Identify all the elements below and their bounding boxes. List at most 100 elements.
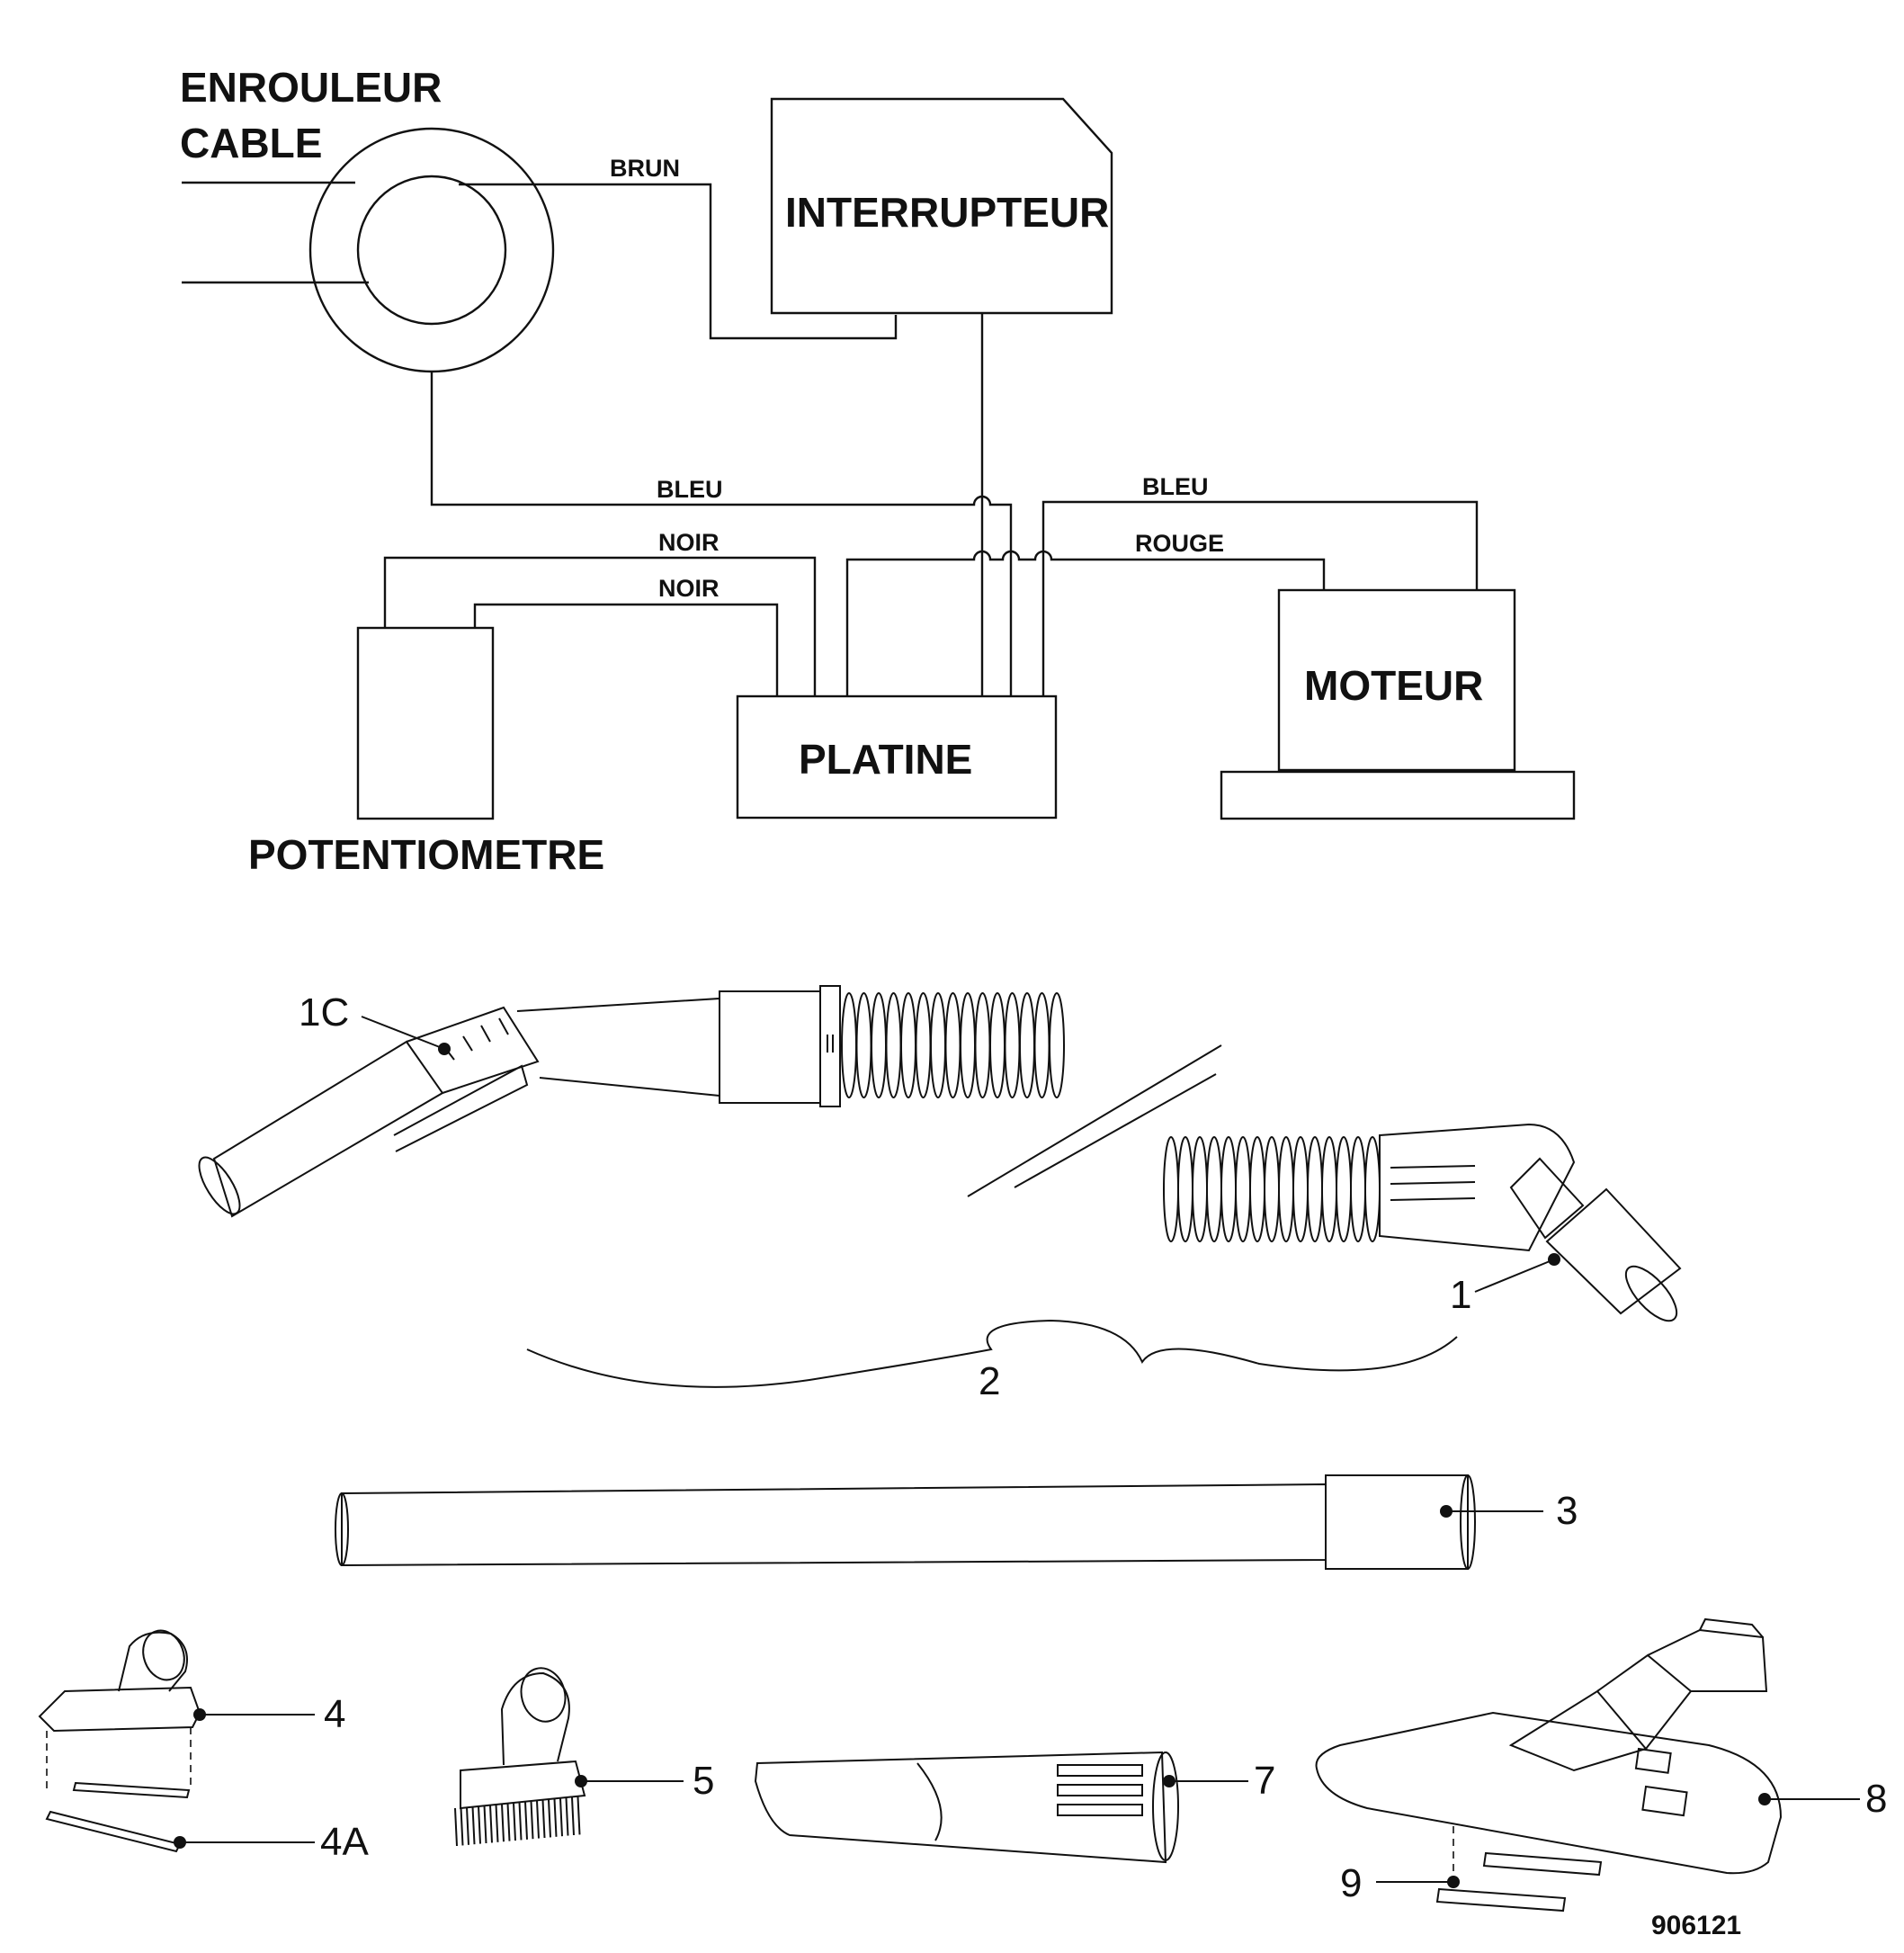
- hose-coil: [1307, 1136, 1323, 1242]
- hose-coil: [1192, 1136, 1208, 1242]
- hose-coil: [989, 992, 1006, 1098]
- callout-3-label: 3: [1556, 1489, 1578, 1533]
- brush-bristle: [489, 1805, 493, 1843]
- brush-bristle: [466, 1806, 469, 1845]
- hose-coil: [1336, 1136, 1352, 1242]
- brush-bristle: [454, 1807, 458, 1847]
- hose-coil: [1249, 1136, 1265, 1242]
- interrupteur-label: INTERRUPTEUR: [785, 189, 1109, 236]
- hose-corrugation-left: [841, 992, 1065, 1098]
- brush-bristle: [565, 1797, 569, 1836]
- extension-tube: [335, 1474, 1476, 1570]
- hose-coil: [1177, 1136, 1193, 1242]
- callout-1c-label: 1C: [299, 990, 349, 1035]
- brush-bristle: [541, 1799, 546, 1839]
- hose-coil: [900, 992, 916, 1098]
- hose-coil: [960, 992, 976, 1098]
- brush-bristles: [454, 1796, 581, 1847]
- brush-bristle: [536, 1800, 540, 1839]
- brush-bristle: [518, 1802, 523, 1841]
- callouts: 1C 1 2 3 4 4A 5 7: [174, 990, 1887, 1940]
- hose-coil: [974, 992, 991, 1098]
- brush-bristle: [530, 1801, 534, 1840]
- callout-5: [575, 1775, 684, 1787]
- break-line-1: [967, 1044, 1222, 1197]
- callout-4a-label: 4A: [320, 1820, 369, 1864]
- wire-label-noir-2: NOIR: [658, 575, 720, 602]
- hose-coil: [1364, 1136, 1381, 1242]
- hose-coil: [1292, 1136, 1309, 1242]
- brush-bristle: [460, 1807, 464, 1846]
- interrupteur-box: [770, 97, 1113, 315]
- hose-handle: [198, 985, 841, 1218]
- brush-bristle: [501, 1804, 505, 1842]
- hose-coil: [885, 992, 902, 1098]
- enrouleur-label: ENROULEUR: [180, 64, 442, 111]
- cable-reel: [182, 127, 555, 373]
- floor-nozzle: [1315, 1617, 1783, 1913]
- callout-9: [1376, 1876, 1460, 1888]
- platine-box: [736, 694, 1058, 820]
- hose-coil: [1278, 1136, 1294, 1242]
- hose-coil: [1033, 992, 1050, 1098]
- callout-8-label: 8: [1865, 1777, 1887, 1821]
- hose-coil: [1235, 1136, 1251, 1242]
- brush-bristle: [478, 1805, 481, 1844]
- hose-coil: [841, 992, 857, 1098]
- brush-bristle: [513, 1802, 516, 1841]
- brush-bristle: [483, 1805, 487, 1844]
- platine-label: PLATINE: [799, 736, 972, 783]
- wire-noir-2: [473, 603, 779, 696]
- callout-4-label: 4: [324, 1692, 345, 1736]
- reference-number: 906121: [1651, 1911, 1741, 1940]
- brush-bristle: [471, 1806, 476, 1845]
- brush-bristle: [524, 1801, 528, 1840]
- hose-coil: [1350, 1136, 1366, 1242]
- brush-bristle: [495, 1804, 499, 1842]
- wire-label-noir-1: NOIR: [658, 529, 720, 556]
- hose-coil: [1163, 1136, 1179, 1242]
- hose-coil: [1004, 992, 1021, 1098]
- brush-nozzle: [454, 1667, 586, 1847]
- wire-label-bleu-1: BLEU: [657, 476, 723, 503]
- hose-coil: [1264, 1136, 1280, 1242]
- wire-bleu-2: [1041, 500, 1479, 696]
- callout-7-label: 7: [1254, 1759, 1275, 1803]
- callout-4a: [174, 1836, 315, 1849]
- brush-bristle: [559, 1798, 563, 1837]
- crevice-tool: [754, 1751, 1179, 1864]
- wire-label-rouge: ROUGE: [1135, 530, 1224, 557]
- wire-bleu-1: [430, 372, 1013, 696]
- hose-connector: [1163, 1123, 1682, 1322]
- break-line-2: [1014, 1073, 1217, 1188]
- callout-1c: [361, 1016, 451, 1055]
- wire-label-brun: BRUN: [610, 155, 680, 182]
- parts-illustration: [38, 985, 1783, 1913]
- wire-rouge: [845, 550, 1326, 696]
- hose-coil: [1206, 1136, 1222, 1242]
- hose-coil: [915, 992, 932, 1098]
- callout-3: [1440, 1505, 1543, 1518]
- wire-noir-1: [383, 556, 817, 696]
- wiring-diagram: ENROULEUR CABLE INTERRUPTEUR POTENTIOMET…: [180, 64, 1576, 878]
- brush-bristle: [553, 1798, 558, 1837]
- brush-bristle: [548, 1799, 551, 1838]
- cable-label: CABLE: [180, 120, 322, 166]
- callout-1-label: 1: [1450, 1273, 1471, 1317]
- callout-1: [1474, 1253, 1560, 1293]
- hose-coil: [855, 992, 872, 1098]
- potentiometre-box: [356, 626, 495, 820]
- brush-bristle: [577, 1796, 581, 1835]
- callout-7: [1163, 1775, 1248, 1787]
- hose-coil: [1049, 992, 1065, 1098]
- callout-2-label: 2: [979, 1359, 1000, 1403]
- moteur-box: [1277, 588, 1516, 772]
- wire-label-bleu-2: BLEU: [1142, 473, 1209, 500]
- potentiometre-label: POTENTIOMETRE: [248, 831, 604, 878]
- callout-4: [193, 1708, 315, 1721]
- wire-brun: [459, 183, 898, 340]
- callout-8: [1758, 1793, 1860, 1805]
- upholstery-nozzle: [38, 1629, 201, 1853]
- hose-coil: [871, 992, 887, 1098]
